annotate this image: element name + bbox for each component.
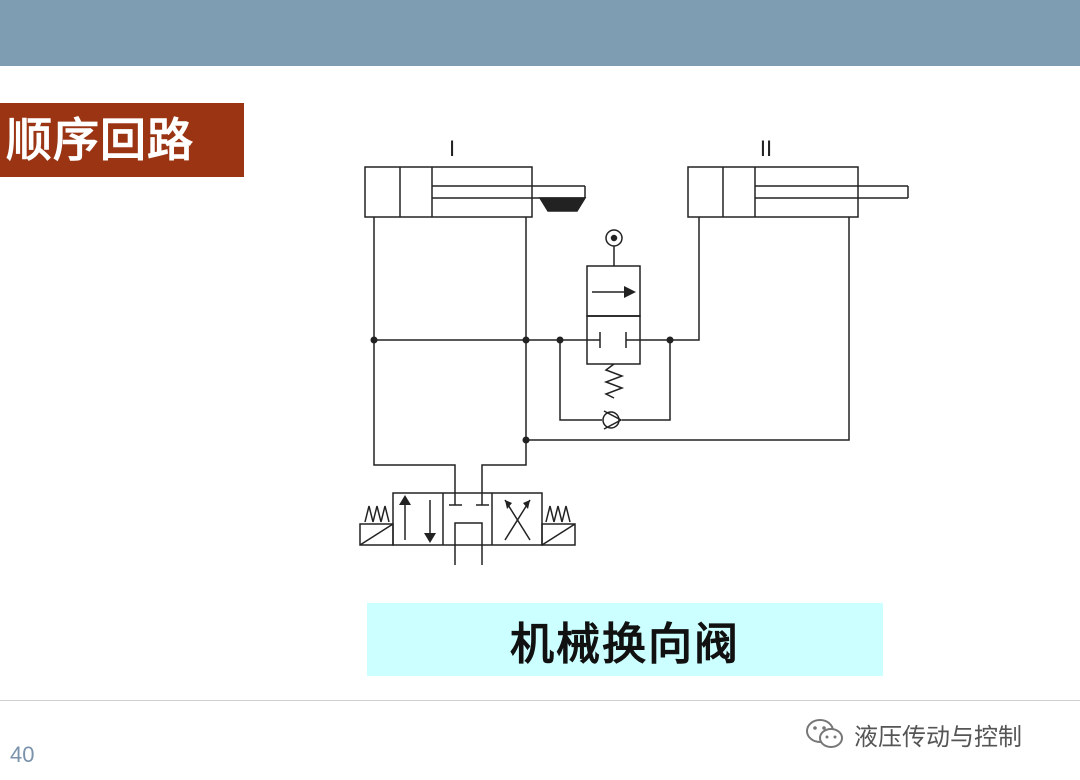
cylinder-1-label: I xyxy=(449,136,455,161)
hydraulic-lines xyxy=(373,217,850,493)
wechat-icon xyxy=(806,719,843,748)
watermark: 液压传动与控制 xyxy=(804,712,1022,756)
cylinder-2 xyxy=(687,166,909,218)
page-number: 40 xyxy=(10,742,35,767)
watermark-text: 液压传动与控制 xyxy=(854,722,1022,751)
cylinder-2-label: II xyxy=(760,136,772,161)
check-valve xyxy=(602,410,623,430)
slide-title: 顺序回路 xyxy=(6,113,194,167)
caption-banner: 机械换向阀 xyxy=(367,603,883,676)
cam-block xyxy=(538,197,587,212)
hydraulic-sequence-circuit: I II xyxy=(359,136,909,565)
title-banner: 顺序回路 xyxy=(0,103,244,177)
caption-text: 机械换向阀 xyxy=(510,618,740,670)
junction-dots xyxy=(370,336,674,444)
directional-valve xyxy=(359,492,576,565)
mechanical-valve xyxy=(586,229,641,399)
header-bar xyxy=(0,0,1080,66)
footer-divider xyxy=(0,700,1080,701)
